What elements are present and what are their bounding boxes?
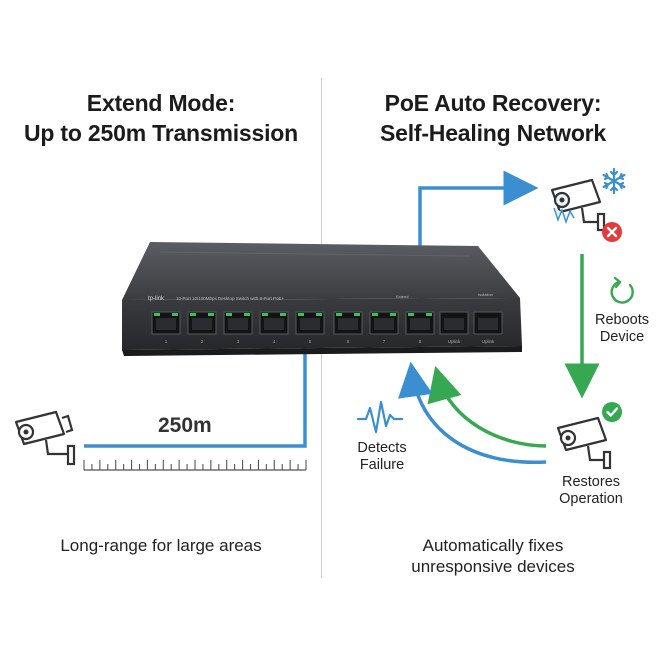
recovery-caption-line1: Automatically fixes bbox=[422, 536, 564, 555]
restores-line1: Restores bbox=[561, 474, 621, 490]
poe-heading-line2: Self-Healing Network bbox=[379, 120, 607, 146]
reboots-line1: Reboots bbox=[594, 312, 649, 328]
distance-ruler bbox=[83, 460, 307, 471]
switch-port bbox=[295, 311, 325, 335]
reboot-icon bbox=[610, 276, 634, 304]
port-number: 8 bbox=[419, 339, 422, 344]
extend-blue-line bbox=[84, 345, 307, 448]
port-number: 7 bbox=[383, 339, 386, 344]
extend-mode-heading: Extend Mode: Up to 250m Transmission bbox=[0, 88, 322, 148]
port-number: 5 bbox=[309, 339, 312, 344]
pulse-icon bbox=[356, 400, 404, 434]
snowflake-icon bbox=[602, 167, 626, 195]
port-number: 3 bbox=[237, 339, 240, 344]
extend-caption: Long-range for large areas bbox=[60, 536, 262, 555]
switch-port bbox=[151, 311, 181, 335]
port-number: 1 bbox=[165, 339, 168, 344]
detects-line2: Failure bbox=[359, 457, 405, 473]
camera-left-icon bbox=[14, 410, 76, 466]
extend-heading-line2: Up to 250m Transmission bbox=[23, 120, 299, 146]
error-badge-icon bbox=[602, 222, 622, 242]
recovery-caption: Automatically fixes unresponsive devices bbox=[330, 535, 656, 577]
restore-green-arrow bbox=[427, 365, 547, 448]
switch-brand: tp-link bbox=[148, 296, 165, 302]
detect-blue-arrow bbox=[398, 361, 547, 465]
reboots-device-label: Reboots Device bbox=[584, 312, 656, 346]
uplink-label: Uplink bbox=[448, 339, 461, 344]
distance-label: 250m bbox=[158, 414, 212, 437]
switch-model: 10-Port 10/100Mbps Desktop Switch with 8… bbox=[176, 296, 285, 301]
camera-frozen-icon bbox=[550, 178, 606, 232]
switch-port bbox=[439, 311, 469, 335]
reboots-line2: Device bbox=[599, 329, 645, 345]
switch-port bbox=[333, 311, 363, 335]
port-number: 6 bbox=[347, 339, 350, 344]
switch-mode-label: Isolation bbox=[478, 292, 493, 297]
restores-operation-label: Restores Operation bbox=[544, 474, 638, 508]
switch-ports bbox=[151, 311, 503, 335]
switch-extend-label: Extend bbox=[396, 294, 408, 299]
success-badge-icon bbox=[602, 402, 622, 422]
poe-recovery-heading: PoE Auto Recovery: Self-Healing Network bbox=[330, 88, 656, 148]
switch-port bbox=[259, 311, 289, 335]
detects-failure-label: Detects Failure bbox=[346, 440, 418, 474]
extend-heading-line1: Extend Mode: bbox=[86, 90, 236, 116]
switch-port bbox=[473, 311, 503, 335]
detects-line1: Detects bbox=[357, 440, 407, 456]
poe-heading-line1: PoE Auto Recovery: bbox=[384, 90, 602, 116]
switch-port bbox=[187, 311, 217, 335]
switch-port-numbers: 1 2 3 4 5 6 7 8 Uplink Uplink bbox=[165, 339, 495, 344]
uplink-label: Uplink bbox=[482, 339, 495, 344]
switch-port bbox=[223, 311, 253, 335]
switch-port bbox=[369, 311, 399, 335]
recovery-caption-line2: unresponsive devices bbox=[411, 557, 575, 576]
port-number: 4 bbox=[273, 339, 276, 344]
restores-line2: Operation bbox=[559, 491, 623, 507]
port-number: 2 bbox=[201, 339, 204, 344]
camera-restored-icon bbox=[556, 416, 612, 470]
switch-port bbox=[405, 311, 435, 335]
